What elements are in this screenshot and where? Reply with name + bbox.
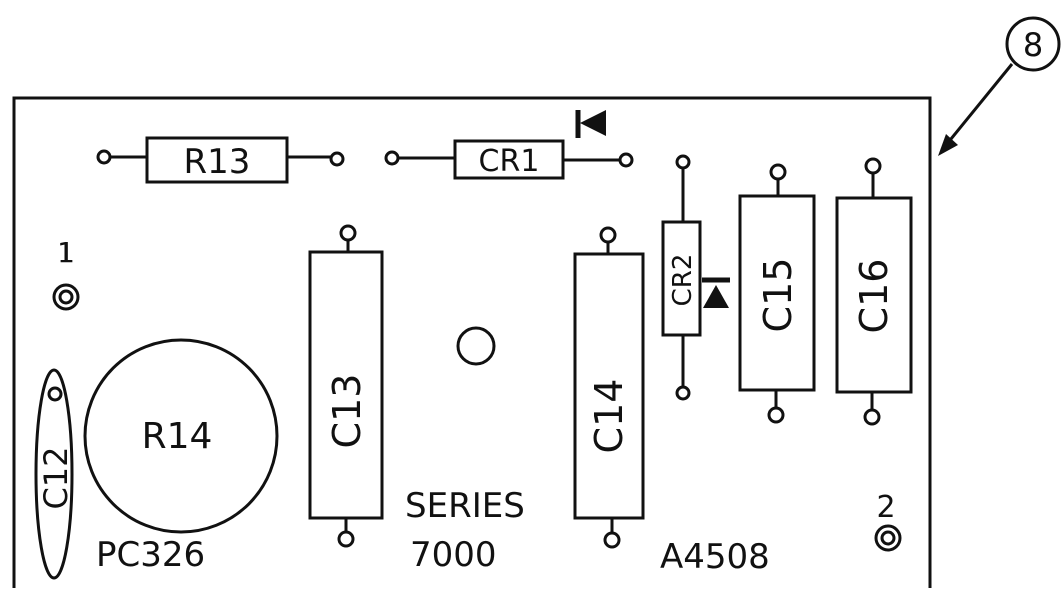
capacitor-c16 <box>835 157 913 426</box>
c12-label: C12 <box>37 446 75 509</box>
diode-cr1 <box>384 139 634 180</box>
series-line-1: SERIES <box>405 486 525 526</box>
terminal-2 <box>874 524 902 552</box>
terminal-1-label: 1 <box>57 236 75 269</box>
capacitor-c12 <box>34 368 74 580</box>
part-number: PC326 <box>96 535 205 575</box>
capacitor-c14 <box>573 226 645 549</box>
c15-label: C15 <box>756 258 800 333</box>
r13-label: R13 <box>184 142 251 182</box>
diode-cr2 <box>661 154 702 401</box>
potentiometer-r14 <box>83 338 279 534</box>
callout-8 <box>938 16 1061 156</box>
terminal-2-label: 2 <box>876 490 895 525</box>
terminal-1 <box>52 243 80 311</box>
diode-cr2-symbol <box>702 277 730 308</box>
capacitor-c13 <box>308 224 384 548</box>
mounting-hole <box>456 326 496 366</box>
series-line-2: 7000 <box>410 535 497 575</box>
c16-label: C16 <box>852 259 896 334</box>
c14-label: C14 <box>587 379 631 454</box>
assembly-number: A4508 <box>660 537 770 577</box>
cr2-label: CR2 <box>668 254 698 307</box>
resistor-r13 <box>96 136 345 184</box>
r14-label: R14 <box>142 416 213 457</box>
diode-cr1-symbol <box>575 110 606 138</box>
board-outline <box>12 96 932 588</box>
cr1-label: CR1 <box>479 144 540 179</box>
callout-label: 8 <box>1023 26 1043 64</box>
capacitor-c15 <box>738 163 816 424</box>
c13-label: C13 <box>325 374 369 449</box>
